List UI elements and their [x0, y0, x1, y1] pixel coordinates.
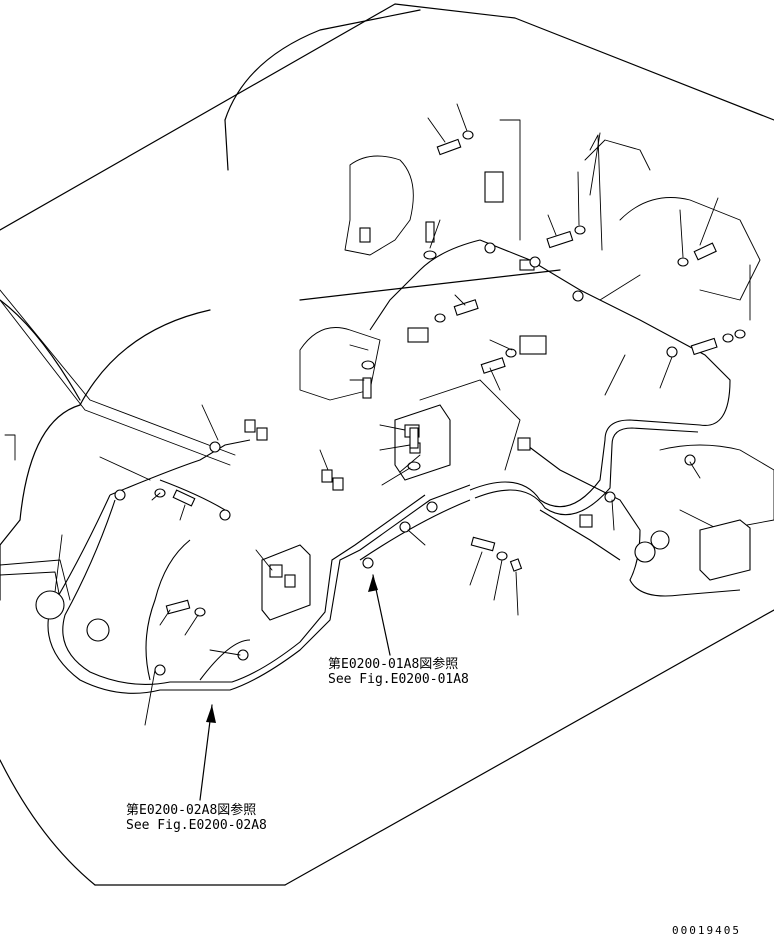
components	[35, 171, 751, 642]
main-harness	[47, 239, 741, 694]
engine-outline	[299, 119, 774, 531]
fasteners	[154, 130, 746, 617]
pipe-lines	[0, 289, 236, 611]
reference-label-1: 第E0200-01A8図参照 See Fig.E0200-01A8	[328, 657, 469, 687]
leader-lines	[54, 103, 751, 726]
drawing-number: 00019405	[672, 924, 741, 937]
machine-body-outline	[0, 3, 774, 886]
reference-label-2-en: See Fig.E0200-02A8	[126, 818, 267, 833]
reference-label-2-ja: 第E0200-02A8図参照	[126, 803, 257, 818]
reference-label-1-en: See Fig.E0200-01A8	[328, 672, 469, 687]
reference-arrows	[199, 574, 391, 801]
reference-label-2: 第E0200-02A8図参照 See Fig.E0200-02A8	[126, 803, 267, 833]
reference-label-1-ja: 第E0200-01A8図参照	[328, 657, 459, 672]
